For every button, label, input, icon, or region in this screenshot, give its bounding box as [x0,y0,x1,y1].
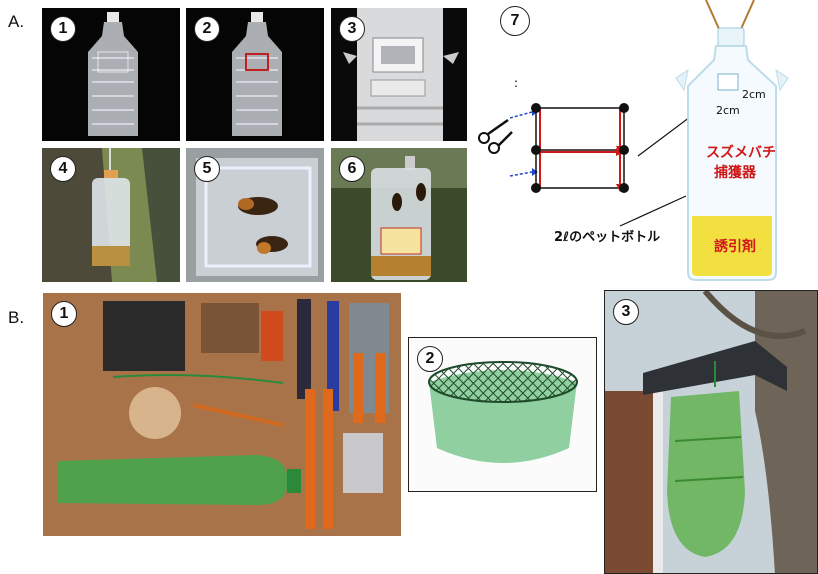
panel-number: 7 [500,6,530,36]
panel-a7-trap-diagram: 7 : [470,0,818,290]
section-b-label: B. [8,308,25,327]
panel-a1-bottle-photo: 1 [42,8,180,141]
trap-name-line1: スズメバチ [706,145,776,161]
panel-a5-captured-hornets-photo: 5 [186,148,324,282]
cut-bottle-closeup-illustration [343,8,459,141]
panel-a4-hanging-trap-photo: 4 [42,148,180,282]
dimension-width-label: 2cm [716,104,740,117]
scissors-icon [478,118,513,154]
materials-and-tools-illustration [43,293,401,536]
panel-a6-trap-with-hornets-photo: 6 [331,148,467,282]
panel-a3-cut-bottle-photo: 3 [331,8,467,141]
panel-number: 2 [194,16,220,42]
bottle-illustration [675,27,789,281]
panel-number: 6 [339,156,365,182]
empty-bottle-illustration [88,12,138,136]
panel-b2-net-cup-photo: 2 [408,337,597,492]
panel-number: 2 [417,346,443,372]
trap-name-line2: 捕獲器 [714,165,756,181]
panel-b3-installed-trap-photo: 3 [604,290,818,574]
panel-number: 3 [339,16,365,42]
trap-hanging-under-roof-illustration [605,291,817,573]
cut-pattern-grid [531,103,629,193]
panel-number: 1 [50,16,76,42]
colon-mark: : [514,76,519,90]
panel-a2-bottle-photo: 2 [186,8,324,141]
panel-number: 3 [613,299,639,325]
marked-bottle-illustration [232,12,282,136]
panel-number: 1 [51,301,77,327]
panel-number: 5 [194,156,220,182]
dimension-height-label: 2cm [742,88,766,101]
bottle-size-label: 2ℓのペットボトル [554,230,661,245]
diagram-graphics [478,0,789,281]
panel-number: 4 [50,156,76,182]
panel-b1-materials-photo: 1 [43,293,401,536]
bait-label: 誘引剤 [714,239,756,255]
section-a-label: A. [8,12,25,31]
cut-bottle-with-mesh-illustration [428,361,578,463]
